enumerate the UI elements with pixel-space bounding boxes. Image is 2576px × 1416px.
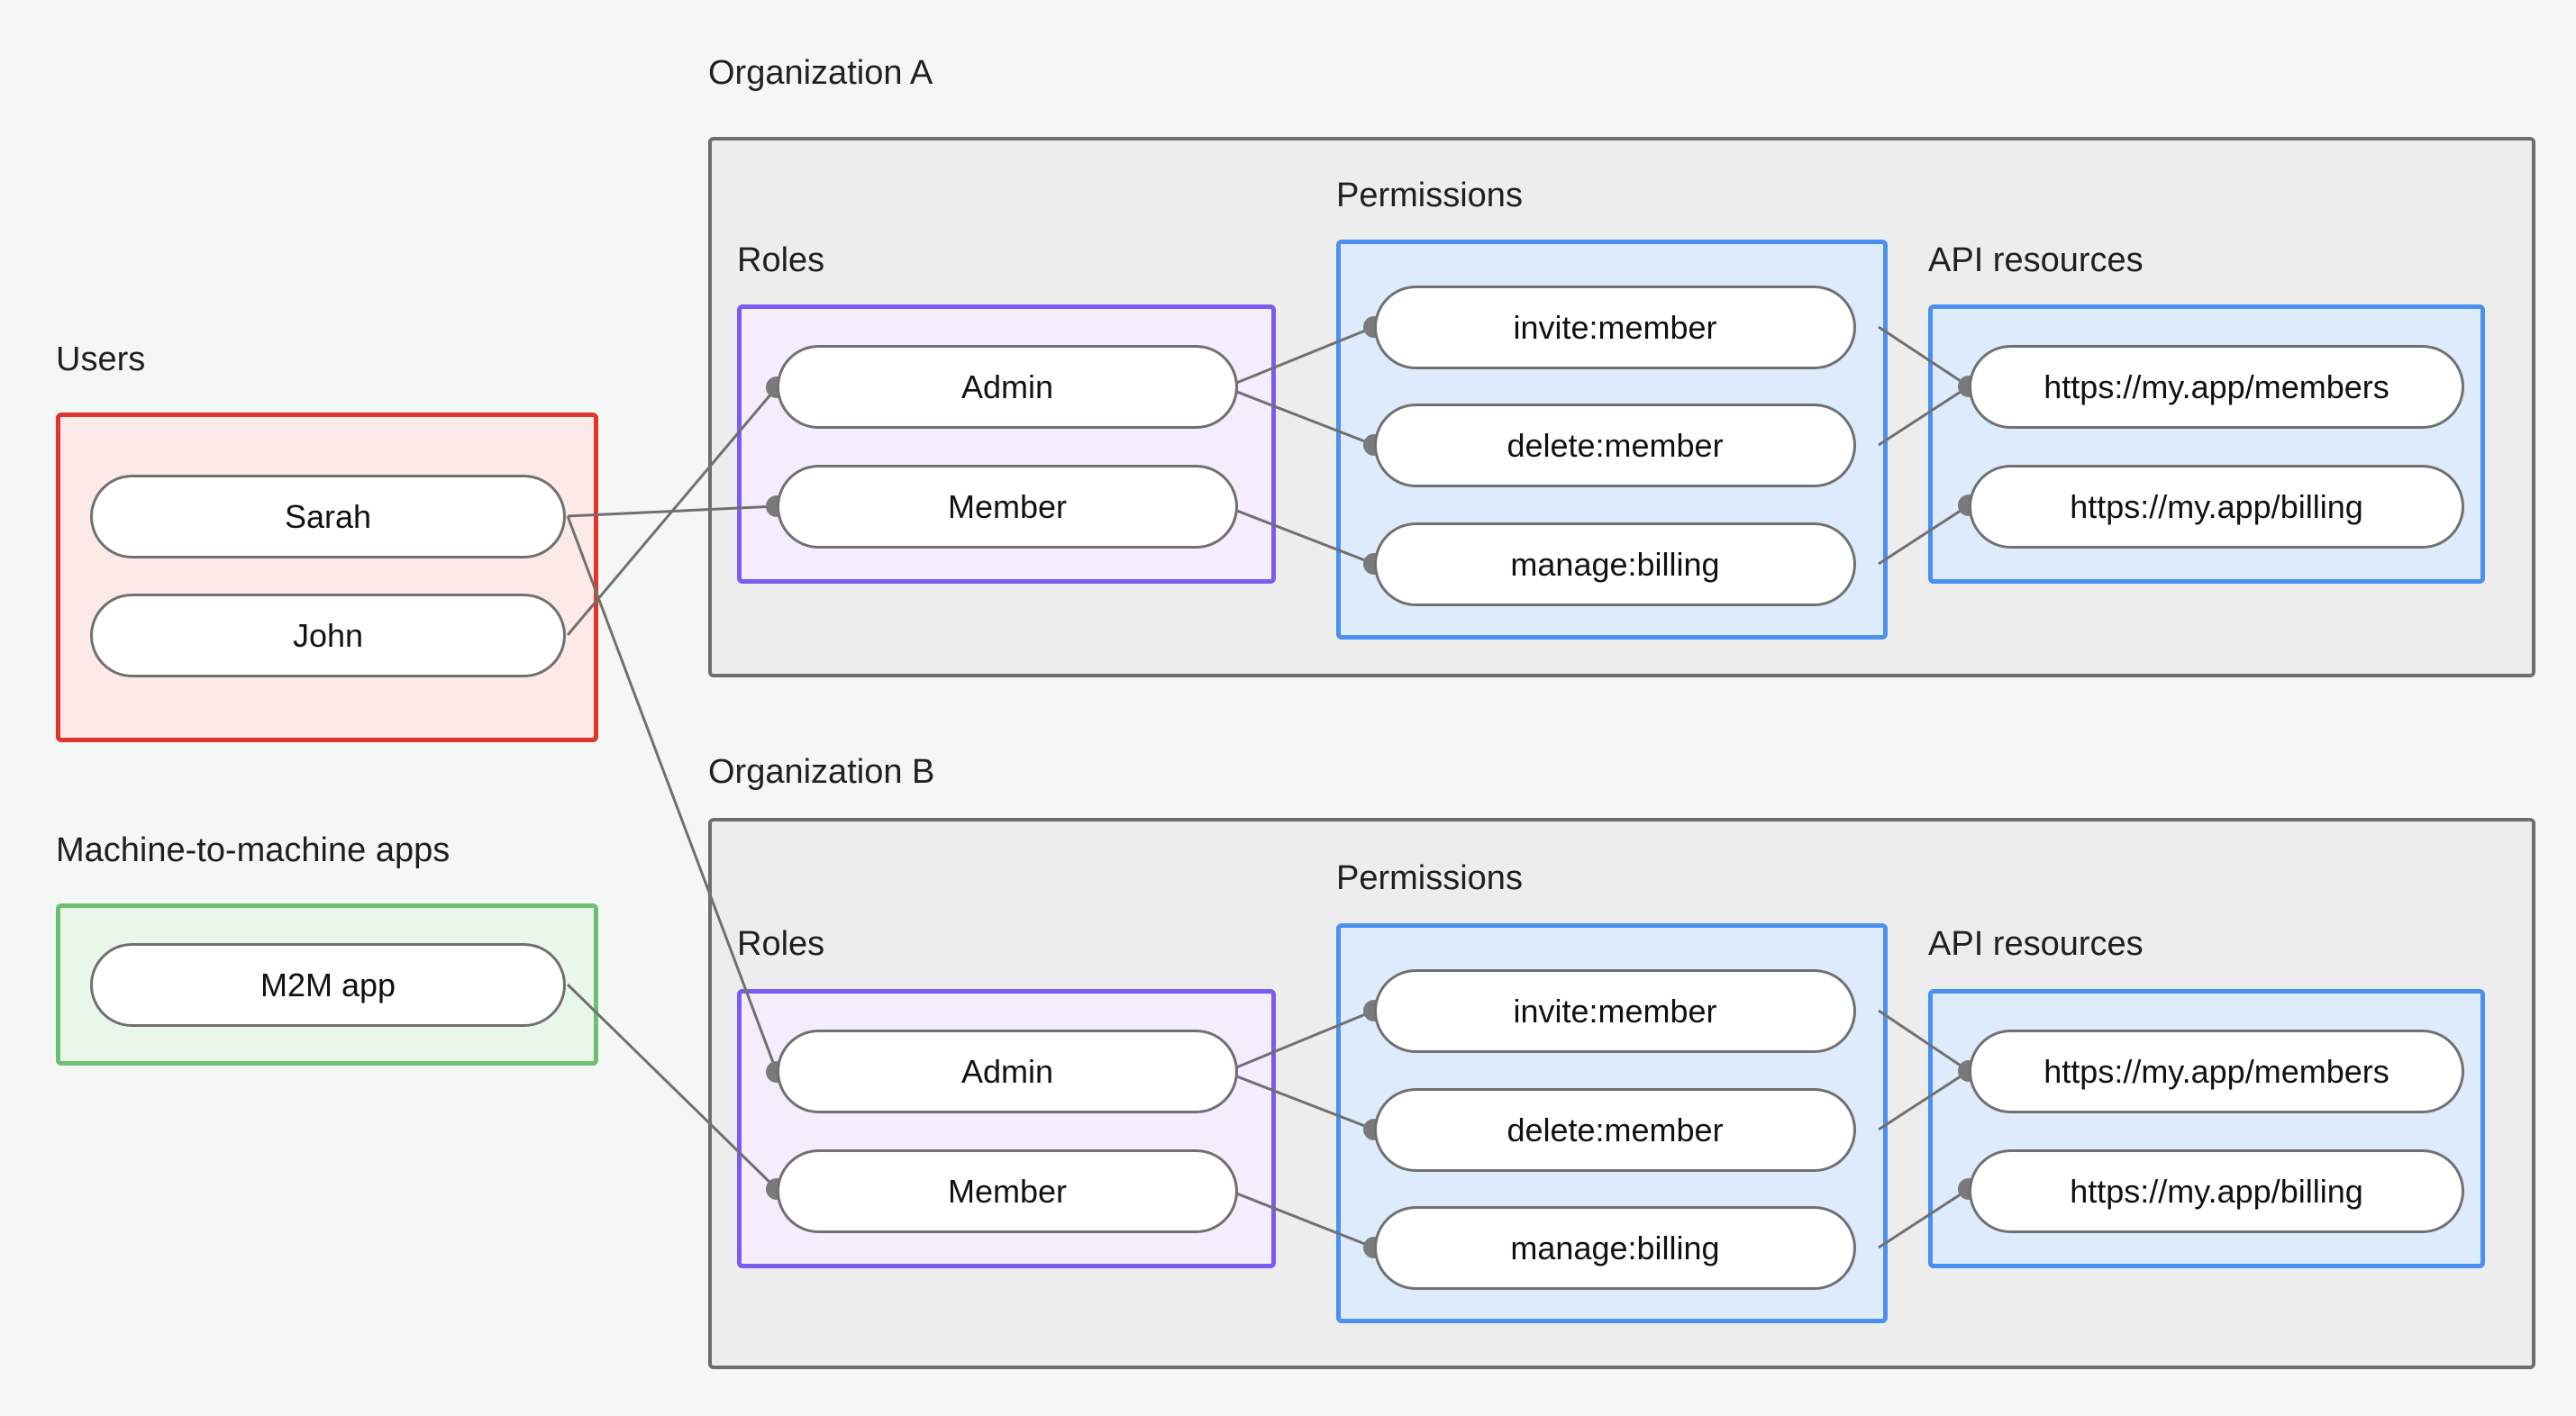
user-node-john[interactable]: John	[90, 594, 566, 677]
role-node-admin[interactable]: Admin	[777, 345, 1238, 429]
organization-a-roles-caption: Roles	[737, 241, 825, 279]
user-label: Sarah	[284, 497, 372, 535]
permission-label: invite:member	[1513, 992, 1717, 1030]
permission-label: delete:member	[1506, 426, 1724, 464]
users-group	[56, 413, 598, 742]
permission-node-delete-member[interactable]: delete:member	[1374, 1088, 1856, 1172]
organization-a-permissions-caption: Permissions	[1336, 177, 1523, 214]
api-resource-node-billing[interactable]: https://my.app/billing	[1969, 465, 2464, 549]
permission-label: manage:billing	[1510, 545, 1720, 583]
permission-node-manage-billing[interactable]: manage:billing	[1374, 1206, 1856, 1290]
users-caption: Users	[56, 340, 146, 378]
permission-node-invite-member[interactable]: invite:member	[1374, 286, 1856, 369]
permission-label: delete:member	[1506, 1111, 1724, 1148]
m2m-app-node[interactable]: M2M app	[90, 943, 566, 1027]
api-resource-label: https://my.app/billing	[2070, 1172, 2363, 1210]
organization-a-caption: Organization A	[708, 54, 933, 92]
permission-label: invite:member	[1513, 308, 1717, 346]
organization-b-caption: Organization B	[708, 753, 935, 791]
permission-node-delete-member[interactable]: delete:member	[1374, 404, 1856, 487]
permission-label: manage:billing	[1510, 1229, 1720, 1266]
api-resource-node-members[interactable]: https://my.app/members	[1969, 1030, 2464, 1113]
role-node-member[interactable]: Member	[777, 1149, 1238, 1233]
organization-b-roles-caption: Roles	[737, 925, 825, 963]
api-resource-node-billing[interactable]: https://my.app/billing	[1969, 1149, 2464, 1233]
api-resource-label: https://my.app/billing	[2070, 487, 2363, 525]
permission-node-invite-member[interactable]: invite:member	[1374, 969, 1856, 1053]
organization-b-permissions-caption: Permissions	[1336, 859, 1523, 897]
organization-b-api-resources-caption: API resources	[1928, 925, 2144, 963]
permission-node-manage-billing[interactable]: manage:billing	[1374, 522, 1856, 606]
role-node-member[interactable]: Member	[777, 465, 1238, 549]
role-label: Admin	[960, 368, 1054, 405]
role-node-admin[interactable]: Admin	[777, 1030, 1238, 1113]
user-label: John	[292, 616, 364, 654]
api-resource-label: https://my.app/members	[2044, 368, 2389, 405]
machine-apps-caption: Machine-to-machine apps	[56, 831, 451, 869]
organization-a-api-resources-caption: API resources	[1928, 241, 2144, 279]
role-label: Member	[947, 1172, 1068, 1210]
role-label: Member	[947, 487, 1068, 525]
role-label: Admin	[960, 1052, 1054, 1090]
api-resource-node-members[interactable]: https://my.app/members	[1969, 345, 2464, 429]
m2m-app-label: M2M app	[259, 966, 396, 1003]
api-resource-label: https://my.app/members	[2044, 1052, 2389, 1090]
user-node-sarah[interactable]: Sarah	[90, 475, 566, 558]
